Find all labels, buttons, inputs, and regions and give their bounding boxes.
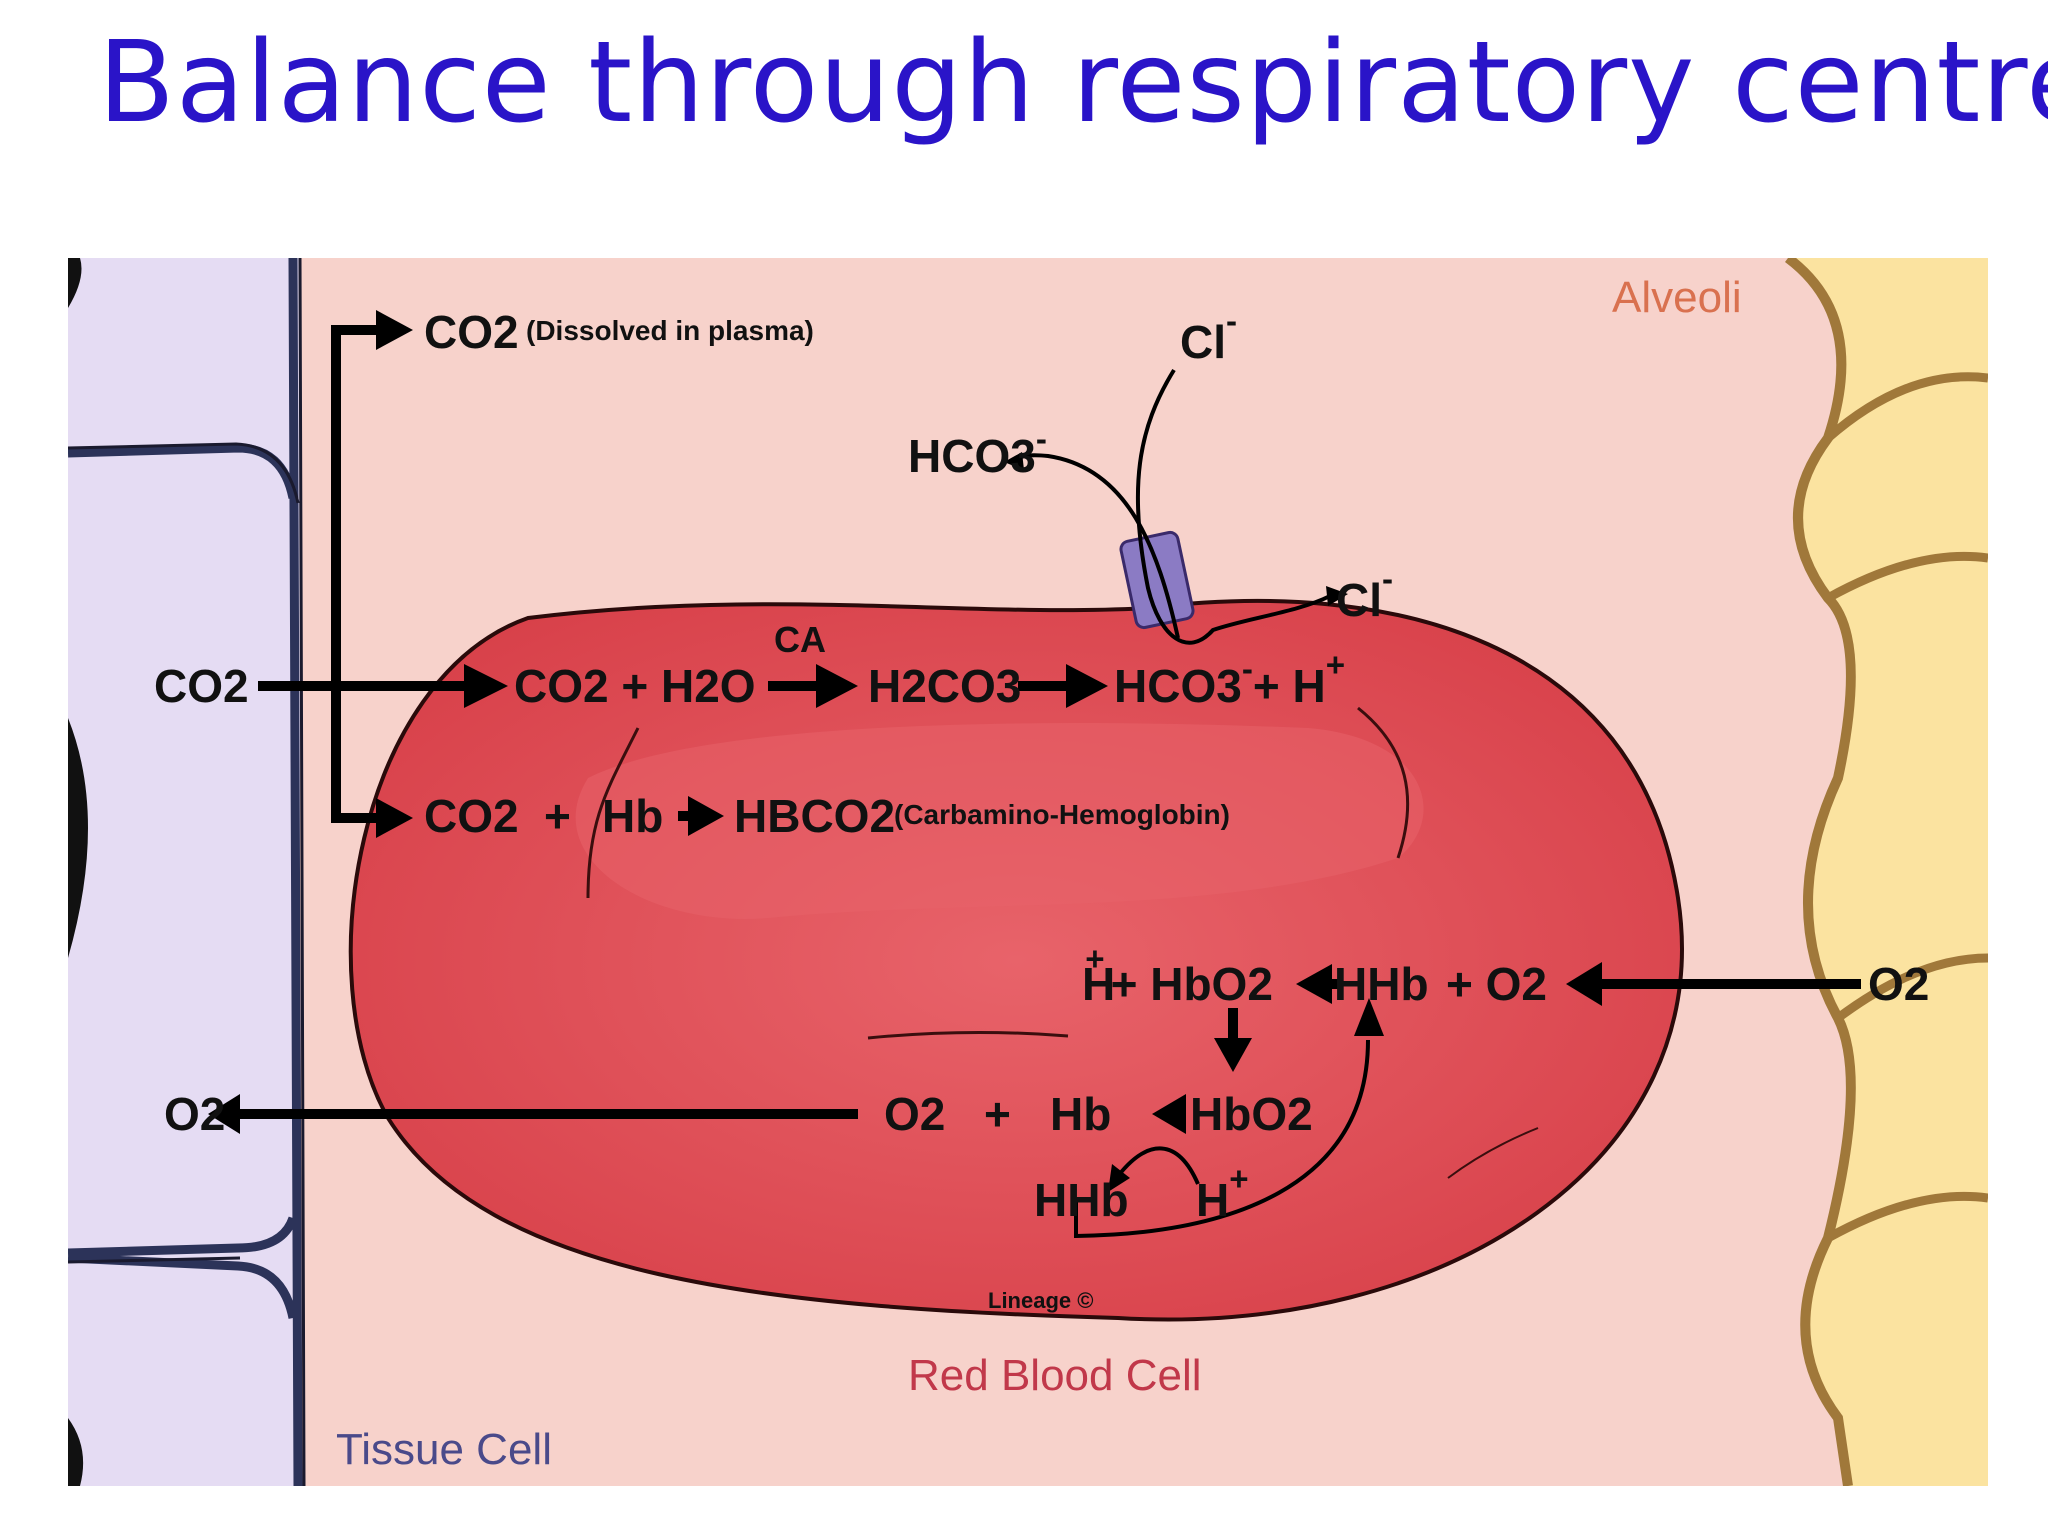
tissue-cells: [68, 258, 306, 1486]
eq1-h2co3: H2CO3: [868, 660, 1021, 712]
lineage-credit: Lineage ©: [988, 1288, 1093, 1313]
hco3-out-label: HCO3-: [908, 421, 1047, 482]
carbamino-note: (Carbamino-Hemoglobin): [894, 799, 1230, 830]
tissue-cell-label: Tissue Cell: [336, 1425, 552, 1474]
eq2-co2: CO2: [424, 790, 519, 842]
cl-in-label: Cl-: [1336, 561, 1393, 626]
hco3-exit-curve: [1014, 453, 1180, 639]
arrow-up-icon: [1354, 998, 1384, 1036]
cl-entry-curve: [1135, 368, 1331, 645]
arrow-left-icon: [1566, 962, 1602, 1006]
carbonic-anhydrase-label: CA: [774, 619, 826, 660]
eq4-hbo2: HbO2: [1190, 1088, 1313, 1140]
arrow-left-icon: [208, 1094, 240, 1134]
arrow-right-icon: [376, 798, 413, 838]
eq2-product: HBCO2: [734, 790, 895, 842]
arrow-right-icon: [464, 664, 508, 708]
eq3-hhb: HHb: [1334, 958, 1429, 1010]
hhb-h-curve: [1116, 1146, 1200, 1185]
eq4-plus: +: [984, 1088, 1011, 1140]
co2-to-carbamino-line: [331, 678, 378, 823]
o2-tissue-label: O2: [164, 1088, 225, 1140]
eq2-plus: +: [544, 790, 571, 842]
eq2-hb: Hb: [602, 790, 663, 842]
co2-tissue-label: CO2: [154, 660, 249, 712]
eq5-hhb: HHb: [1034, 1174, 1129, 1226]
eq3-left: H++ HbO2: [1082, 941, 1273, 1010]
arrow-left-icon: [1108, 1164, 1130, 1192]
arrow-left-icon: [1152, 1094, 1186, 1134]
red-blood-cell: [348, 598, 1684, 1322]
arrow-right-icon: [688, 796, 724, 836]
rbc-gas-exchange-diagram: CO2 (Dissolved in plasma) Cl- HCO3- Cl- …: [68, 258, 1988, 1486]
dissolved-in-plasma-note: (Dissolved in plasma): [526, 315, 814, 346]
arrow-right-icon: [1326, 586, 1348, 606]
arrow-left-icon: [1296, 964, 1332, 1004]
arrow-right-icon: [816, 664, 858, 708]
arrow-right-icon: [376, 310, 413, 350]
arrow-right-icon: [1066, 664, 1108, 708]
eq1-reactants: CO2 + H2O: [514, 660, 756, 712]
h-return-curve: [1074, 1039, 1370, 1239]
co2-dissolved-label: CO2: [424, 306, 519, 358]
eq4-hb: Hb: [1050, 1088, 1111, 1140]
slide-title: Balance through respiratory centre: [98, 18, 2048, 148]
arrow-down-icon: [1214, 1038, 1252, 1072]
eq4-o2: O2: [884, 1088, 945, 1140]
alveoli-label: Alveoli: [1612, 273, 1742, 322]
red-blood-cell-label: Red Blood Cell: [908, 1351, 1202, 1400]
eq5-h: H+: [1196, 1161, 1249, 1226]
cl-top-label: Cl-: [1180, 303, 1237, 368]
co2-branch-line: [331, 325, 378, 816]
arrow-left-icon: [1004, 452, 1024, 470]
o2-alveoli-label: O2: [1868, 958, 1929, 1010]
eq1-hco3: HCO3-+ H+: [1114, 647, 1345, 712]
alveoli-cells: [1784, 258, 1988, 1486]
eq3-plus-o2: + O2: [1446, 958, 1547, 1010]
